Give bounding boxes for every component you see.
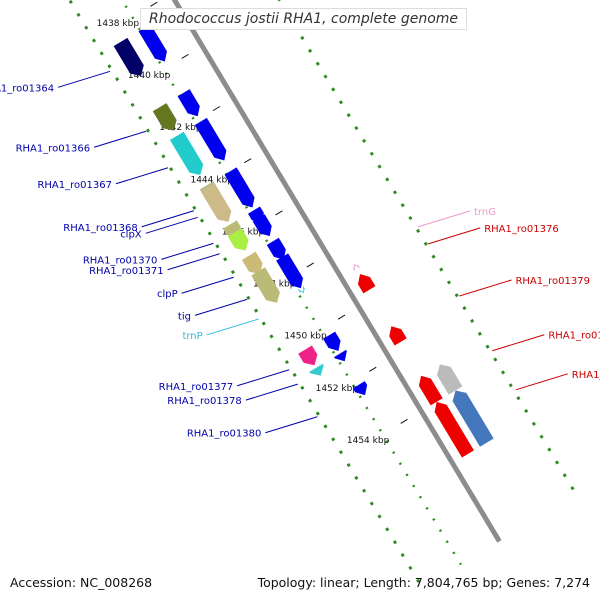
tick-label: 1438 kbp	[97, 19, 140, 29]
tick-label: 1452 kbp	[316, 384, 359, 394]
cog-arrow	[227, 228, 249, 251]
genome-title: Rhodococcus jostii RHA1, complete genome	[140, 8, 468, 30]
callout-line	[145, 216, 198, 234]
gene-label: RHA1_ro01378	[167, 396, 242, 407]
gene-label: RHA1_ro01379	[515, 276, 590, 287]
callout-line	[181, 276, 234, 294]
callout-line	[428, 227, 481, 245]
gene-arrow	[252, 214, 272, 237]
callout-line	[206, 318, 259, 336]
callout-line	[141, 210, 194, 228]
gene-arrow	[138, 24, 167, 62]
callout-line	[115, 167, 169, 185]
cog-arrow	[309, 363, 324, 376]
callout-line	[93, 130, 147, 148]
gene-arrow	[194, 117, 227, 161]
callout-line	[459, 279, 512, 297]
gene-arrow	[323, 331, 341, 351]
gene-label: RHA1_ro01382	[572, 370, 600, 381]
gene-label: RHA1_ro01371	[89, 266, 164, 277]
tick-mark	[212, 106, 221, 112]
gene-arrow	[352, 263, 361, 272]
gene-arrow	[352, 381, 368, 396]
tick-label: 1454 kbp	[347, 436, 390, 446]
callout-line	[265, 416, 318, 434]
genome-backbone	[171, 0, 502, 543]
tick-mark	[337, 314, 346, 320]
accession-text: Accession: NC_008268	[10, 575, 153, 590]
cog-arrow	[241, 251, 263, 275]
gene-label: clpX	[120, 229, 142, 240]
callout-line	[237, 369, 290, 387]
topology-text: Topology: linear; Length: 7,804,765 bp; …	[257, 575, 590, 590]
gene-label: RHA1_ro01366	[16, 143, 91, 154]
callout-line	[161, 242, 214, 260]
tick-mark	[275, 210, 283, 216]
callout-line	[515, 373, 568, 391]
cog-arrow	[169, 131, 204, 175]
gene-label: RHA1_ro01377	[159, 382, 234, 393]
tick-label: 1442 kbp	[159, 123, 202, 133]
tick-label: 1440 kbp	[128, 71, 171, 81]
tick-mark	[150, 1, 158, 7]
cog-arrow	[298, 345, 318, 366]
callout-line	[417, 210, 471, 228]
gene-arrow	[276, 253, 304, 289]
gene-label: RHA1_ro01364	[0, 83, 54, 94]
gene-label: RHA1_ro01367	[37, 180, 112, 191]
gene-label: clpP	[157, 289, 178, 300]
gene-arrow	[266, 237, 286, 260]
callout-line	[194, 298, 248, 316]
cog-arrow	[251, 267, 280, 303]
gene-arrow	[177, 89, 200, 117]
gene-arrow	[434, 401, 474, 458]
gene-arrow	[357, 274, 376, 294]
tick-mark	[400, 418, 408, 424]
callout-line	[492, 334, 545, 352]
gene-label: RHA1_ro01380	[187, 429, 262, 440]
tick-mark	[306, 262, 314, 268]
gene-arrow	[389, 326, 407, 346]
gene-label: RHA1_ro01381	[548, 331, 600, 342]
gene-label: trnG	[474, 207, 496, 218]
gene-arrow	[297, 285, 306, 294]
gene-label: tig	[178, 311, 191, 322]
callout-line	[245, 383, 298, 401]
callout-line	[57, 70, 111, 88]
tick-label: 1444 kbp	[190, 175, 233, 185]
tick-mark	[181, 53, 189, 59]
gene-arrow	[334, 349, 347, 362]
gene-label: RHA1_ro01368	[63, 223, 138, 234]
tick-mark	[369, 366, 377, 372]
gene-label: RHA1_ro01370	[83, 255, 158, 266]
cog-arrow	[436, 364, 463, 395]
guide-line-1	[67, 0, 424, 589]
gene-arrow	[418, 375, 443, 406]
gene-label: RHA1_ro01376	[484, 224, 559, 235]
cog-arrow	[113, 37, 144, 76]
tick-mark	[244, 158, 252, 164]
gene-arrow	[226, 169, 255, 208]
guide-line-3	[277, 0, 578, 496]
callout-line	[167, 253, 220, 271]
cog-arrow	[152, 103, 177, 131]
cog-arrow	[452, 390, 494, 447]
cog-arrow	[201, 183, 232, 222]
tick-label: 1450 kbp	[284, 332, 327, 342]
gene-label: trnP	[182, 331, 202, 342]
